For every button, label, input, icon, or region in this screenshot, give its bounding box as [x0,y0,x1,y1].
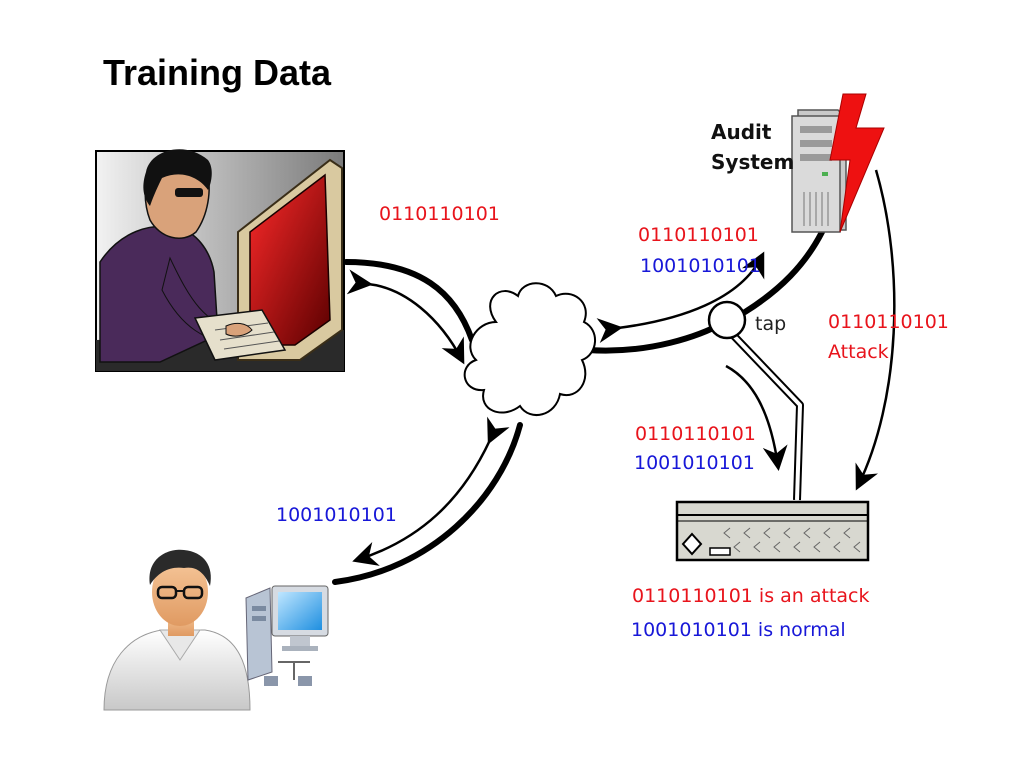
audit-normal-bits: 1001010101 [640,255,761,277]
result-attack-text: 0110110101 is an attack [632,585,870,607]
audit-system-line1: Audit [711,120,772,144]
audit-to-sensor-arrow [855,169,896,491]
attacker-data-bits: 0110110101 [379,203,500,225]
page-title: Training Data [103,52,332,93]
tap-attack-bits: 0110110101 [635,423,756,445]
tap-to-sensor-arrow [725,364,788,471]
user-flow-arrow [352,416,510,566]
attacker-flow-arrow [346,269,465,365]
attacker-link [343,259,475,343]
workstation-icon [245,585,329,686]
network-tap-icon [707,300,804,501]
audit-flow-arrow [596,251,765,343]
normal-user-data-bits: 1001010101 [276,504,397,526]
tap-normal-bits: 1001010101 [634,452,755,474]
attack-bits-right: 0110110101 [828,311,949,333]
cloud-icon [463,282,596,416]
tap-label: tap [755,313,787,335]
result-normal-text: 1001010101 is normal [631,619,846,641]
cloud-tap-link [585,319,728,354]
attack-word: Attack [828,341,889,363]
hacker-at-computer-icon [95,149,345,372]
audit-system-line2: System [711,150,795,174]
flow-arrows [346,169,896,566]
audit-attack-bits: 0110110101 [638,224,759,246]
user-avatar-icon [103,549,251,711]
ids-appliance-icon [675,500,870,562]
lightning-bolt-icon [829,93,885,233]
audit-system-label: Audit System [711,117,794,177]
